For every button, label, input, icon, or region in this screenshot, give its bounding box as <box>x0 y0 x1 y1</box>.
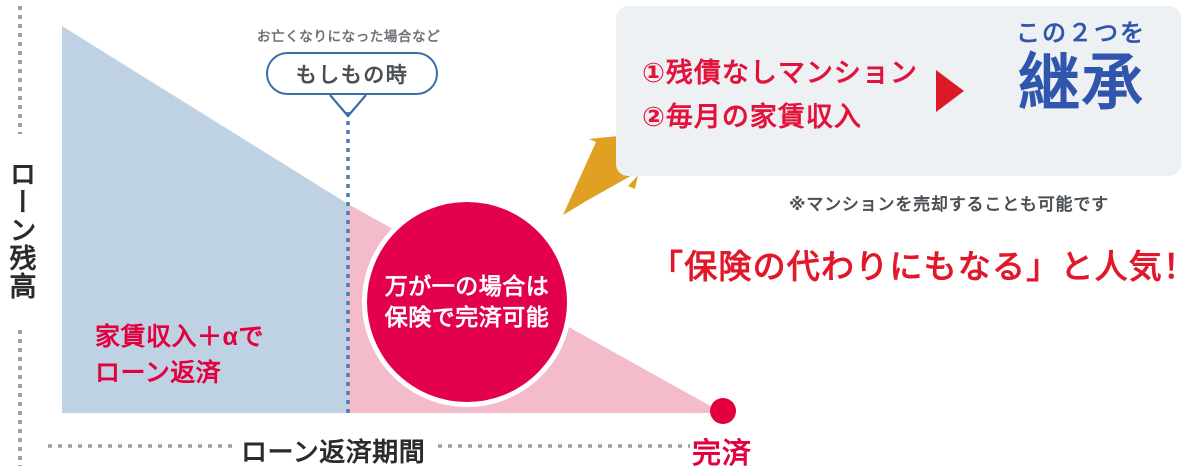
callout-subtitle: お亡くなりになった場合など <box>257 29 441 44</box>
insurance-badge-line1: 万が一の場合は <box>384 272 550 299</box>
y-axis-label: ローン残高 <box>1 134 39 326</box>
inheritance-heading-small: この２つを <box>1016 20 1146 47</box>
completion-dot-marker <box>710 398 736 424</box>
inheritance-item-list: ①残債なしマンション ②毎月の家賃収入 <box>642 51 918 139</box>
x-axis-label: ローン返済期間 <box>232 429 435 472</box>
callout-tail <box>329 94 367 118</box>
moshimo-callout: もしもの時 <box>266 52 438 95</box>
inheritance-heading-big: 継承 <box>1017 48 1144 118</box>
loan-balance-area <box>62 26 348 413</box>
inheritance-panel: ①残債なしマンション ②毎月の家賃収入 この２つを 継承 <box>616 6 1181 176</box>
completion-label: 完済 <box>692 438 753 470</box>
rent-repayment-note: 家賃収入＋αで ローン返済 <box>95 320 264 391</box>
insurance-badge-line2: 保険で完済可能 <box>384 304 550 330</box>
rent-repayment-note-line1: 家賃収入＋αで <box>95 323 264 351</box>
sell-possibility-note: ※マンションを売却することも可能です <box>789 195 1109 214</box>
inheritance-item-2: ②毎月の家賃収入 <box>642 102 862 132</box>
right-triangle-icon <box>936 70 964 112</box>
inheritance-heading: この２つを 継承 <box>991 20 1171 116</box>
rent-repayment-note-line2: ローン返済 <box>95 358 222 387</box>
moshimo-callout-label: もしもの時 <box>295 63 409 87</box>
popularity-note: 「保険の代わりにもなる」と人気！ <box>650 248 1187 285</box>
insurance-badge: 万が一の場合は 保険で完済可能 <box>362 197 572 407</box>
inheritance-item-1: ①残債なしマンション <box>642 58 918 88</box>
